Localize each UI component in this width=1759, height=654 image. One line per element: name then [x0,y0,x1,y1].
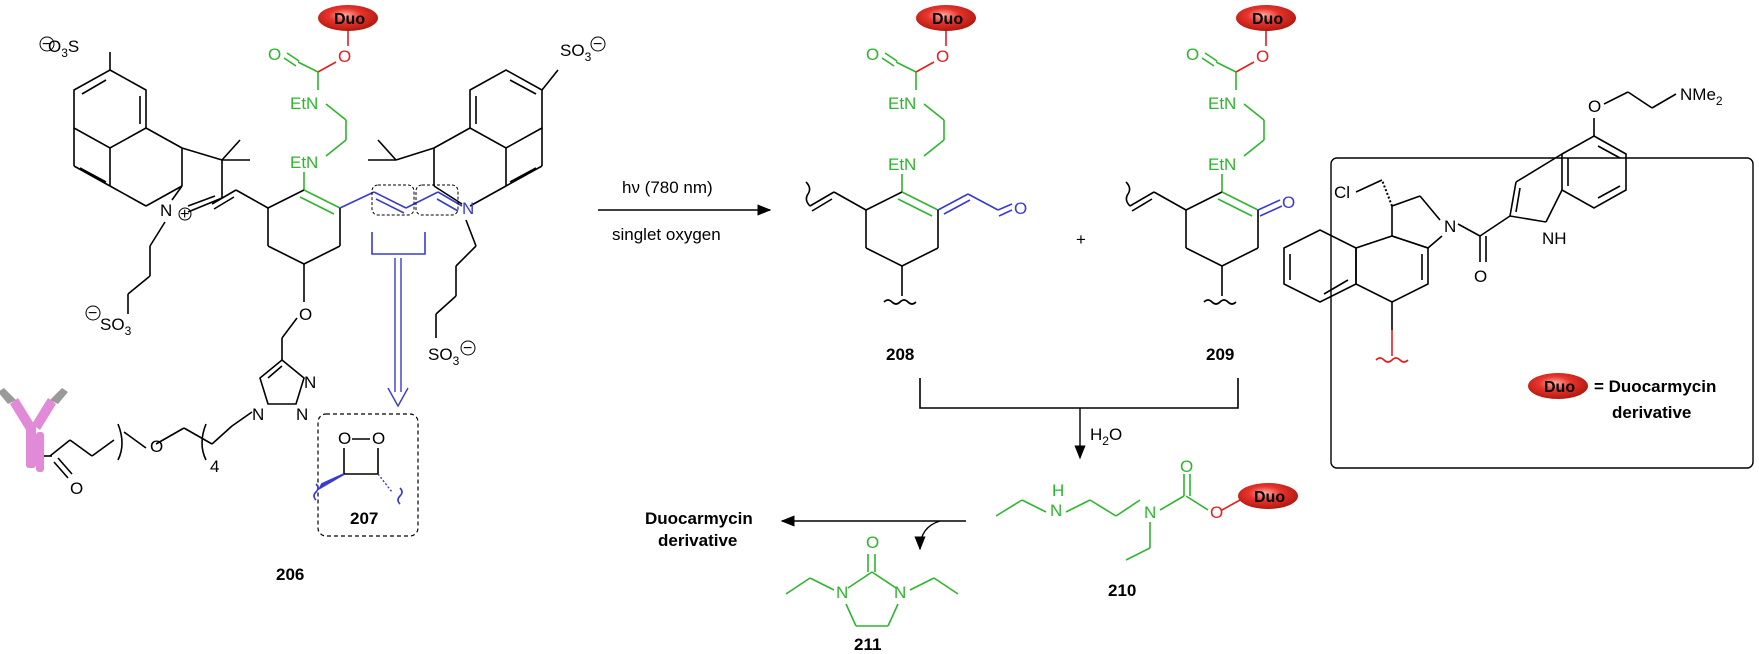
label-211: 211 [854,635,881,654]
triazole-linker-206: N N N O 4 O [49,358,316,498]
svg-text:O: O [866,533,879,552]
svg-text:N: N [1050,501,1062,520]
svg-text:N: N [160,201,172,220]
svg-text:4: 4 [210,457,219,476]
legend-box: NH O NMe NMe2 O N Cl [1283,85,1754,469]
label-206: 206 [276,565,304,584]
plus-sign: + [1076,230,1086,249]
svg-text:Duo: Duo [1544,379,1575,396]
svg-text:hν (780 nm): hν (780 nm) [622,178,713,197]
svg-text:N: N [462,199,474,218]
svg-text:O3S: O3S [48,37,79,60]
svg-text:Duocarmycin: Duocarmycin [645,509,753,528]
svg-text:O: O [338,47,351,66]
svg-text:EtN: EtN [888,155,916,174]
svg-text:N: N [1144,503,1156,522]
svg-text:O: O [70,479,83,498]
svg-text:EtN: EtN [290,94,318,113]
svg-text:O: O [1588,97,1601,116]
arrow-to-207 [387,258,409,408]
label-209: 209 [1206,345,1234,364]
hydrolysis-arrow: H2O [919,378,1239,460]
svg-text:N: N [836,583,848,602]
release-arrow: Duocarmycin derivative [645,509,966,551]
svg-text:derivative: derivative [1612,403,1691,422]
svg-text:−: − [42,36,51,53]
svg-text:−: − [593,36,602,53]
svg-text:N: N [296,405,308,424]
svg-text:EtN: EtN [1208,155,1236,174]
svg-text:−: − [88,305,97,322]
duo-tag-206: Duo [318,5,378,31]
svg-text:SO3: SO3 [100,315,132,338]
left-benzindole-206: N + O3S − − SO3 [39,36,250,338]
svg-text:= Duocarmycin: = Duocarmycin [1594,377,1716,396]
svg-text:O: O [1256,47,1269,66]
svg-text:EtN: EtN [290,153,318,172]
carbamate-206: O O EtN EtN [268,31,351,190]
right-benzindole-206: SO3 − N SO3 − [368,36,606,368]
svg-text:O: O [1180,457,1193,476]
svg-text:NH: NH [1542,229,1567,248]
svg-text:N: N [894,583,906,602]
svg-text:H: H [1052,481,1064,500]
svg-text:singlet oxygen: singlet oxygen [612,225,721,244]
svg-text:−: − [463,340,472,357]
svg-text:O: O [1282,193,1295,212]
svg-text:O: O [338,429,351,448]
svg-text:O: O [299,305,312,324]
svg-text:Duo: Duo [1254,489,1285,506]
label-207: 207 [350,509,378,528]
svg-text:O: O [936,47,949,66]
svg-text:SO3: SO3 [428,345,460,368]
label-210: 210 [1108,581,1136,600]
central-ring-206: O [211,184,463,360]
svg-text:O: O [372,429,385,448]
compound-208: Duo O O EtN EtN O [805,5,1027,364]
svg-text:O: O [1210,503,1223,522]
svg-text:SO3: SO3 [560,41,592,64]
svg-text:N: N [252,405,264,424]
svg-text:O: O [268,45,281,64]
svg-text:Duo: Duo [1252,11,1283,28]
svg-text:N: N [1444,217,1456,236]
svg-text:+: + [180,206,189,223]
label-208: 208 [886,345,914,364]
svg-text:O: O [1014,199,1027,218]
reaction-arrow: hν (780 nm) singlet oxygen [598,178,772,244]
svg-text:H2O: H2O [1090,425,1122,448]
svg-text:O: O [1186,45,1199,64]
svg-text:Duo: Duo [334,11,365,28]
svg-text:Duo: Duo [932,11,963,28]
svg-text:O: O [866,45,879,64]
svg-text:N: N [304,373,316,392]
compound-211: O N N 211 [785,533,959,654]
svg-text:Cl: Cl [1334,183,1350,202]
compound-209: Duo O O EtN EtN O 209 [1125,5,1296,364]
svg-text:EtN: EtN [888,94,916,113]
svg-text:EtN: EtN [1208,94,1236,113]
antibody-icon [0,388,68,472]
svg-text:NMe2: NMe2 [1680,85,1723,108]
compound-206: Duo O O EtN EtN [0,5,606,584]
svg-text:derivative: derivative [658,531,737,550]
compound-207: O O 207 [313,413,419,537]
svg-text:O: O [1474,267,1487,286]
compound-210: N H N O O Duo 210 [995,457,1298,600]
svg-text:O: O [150,437,163,456]
